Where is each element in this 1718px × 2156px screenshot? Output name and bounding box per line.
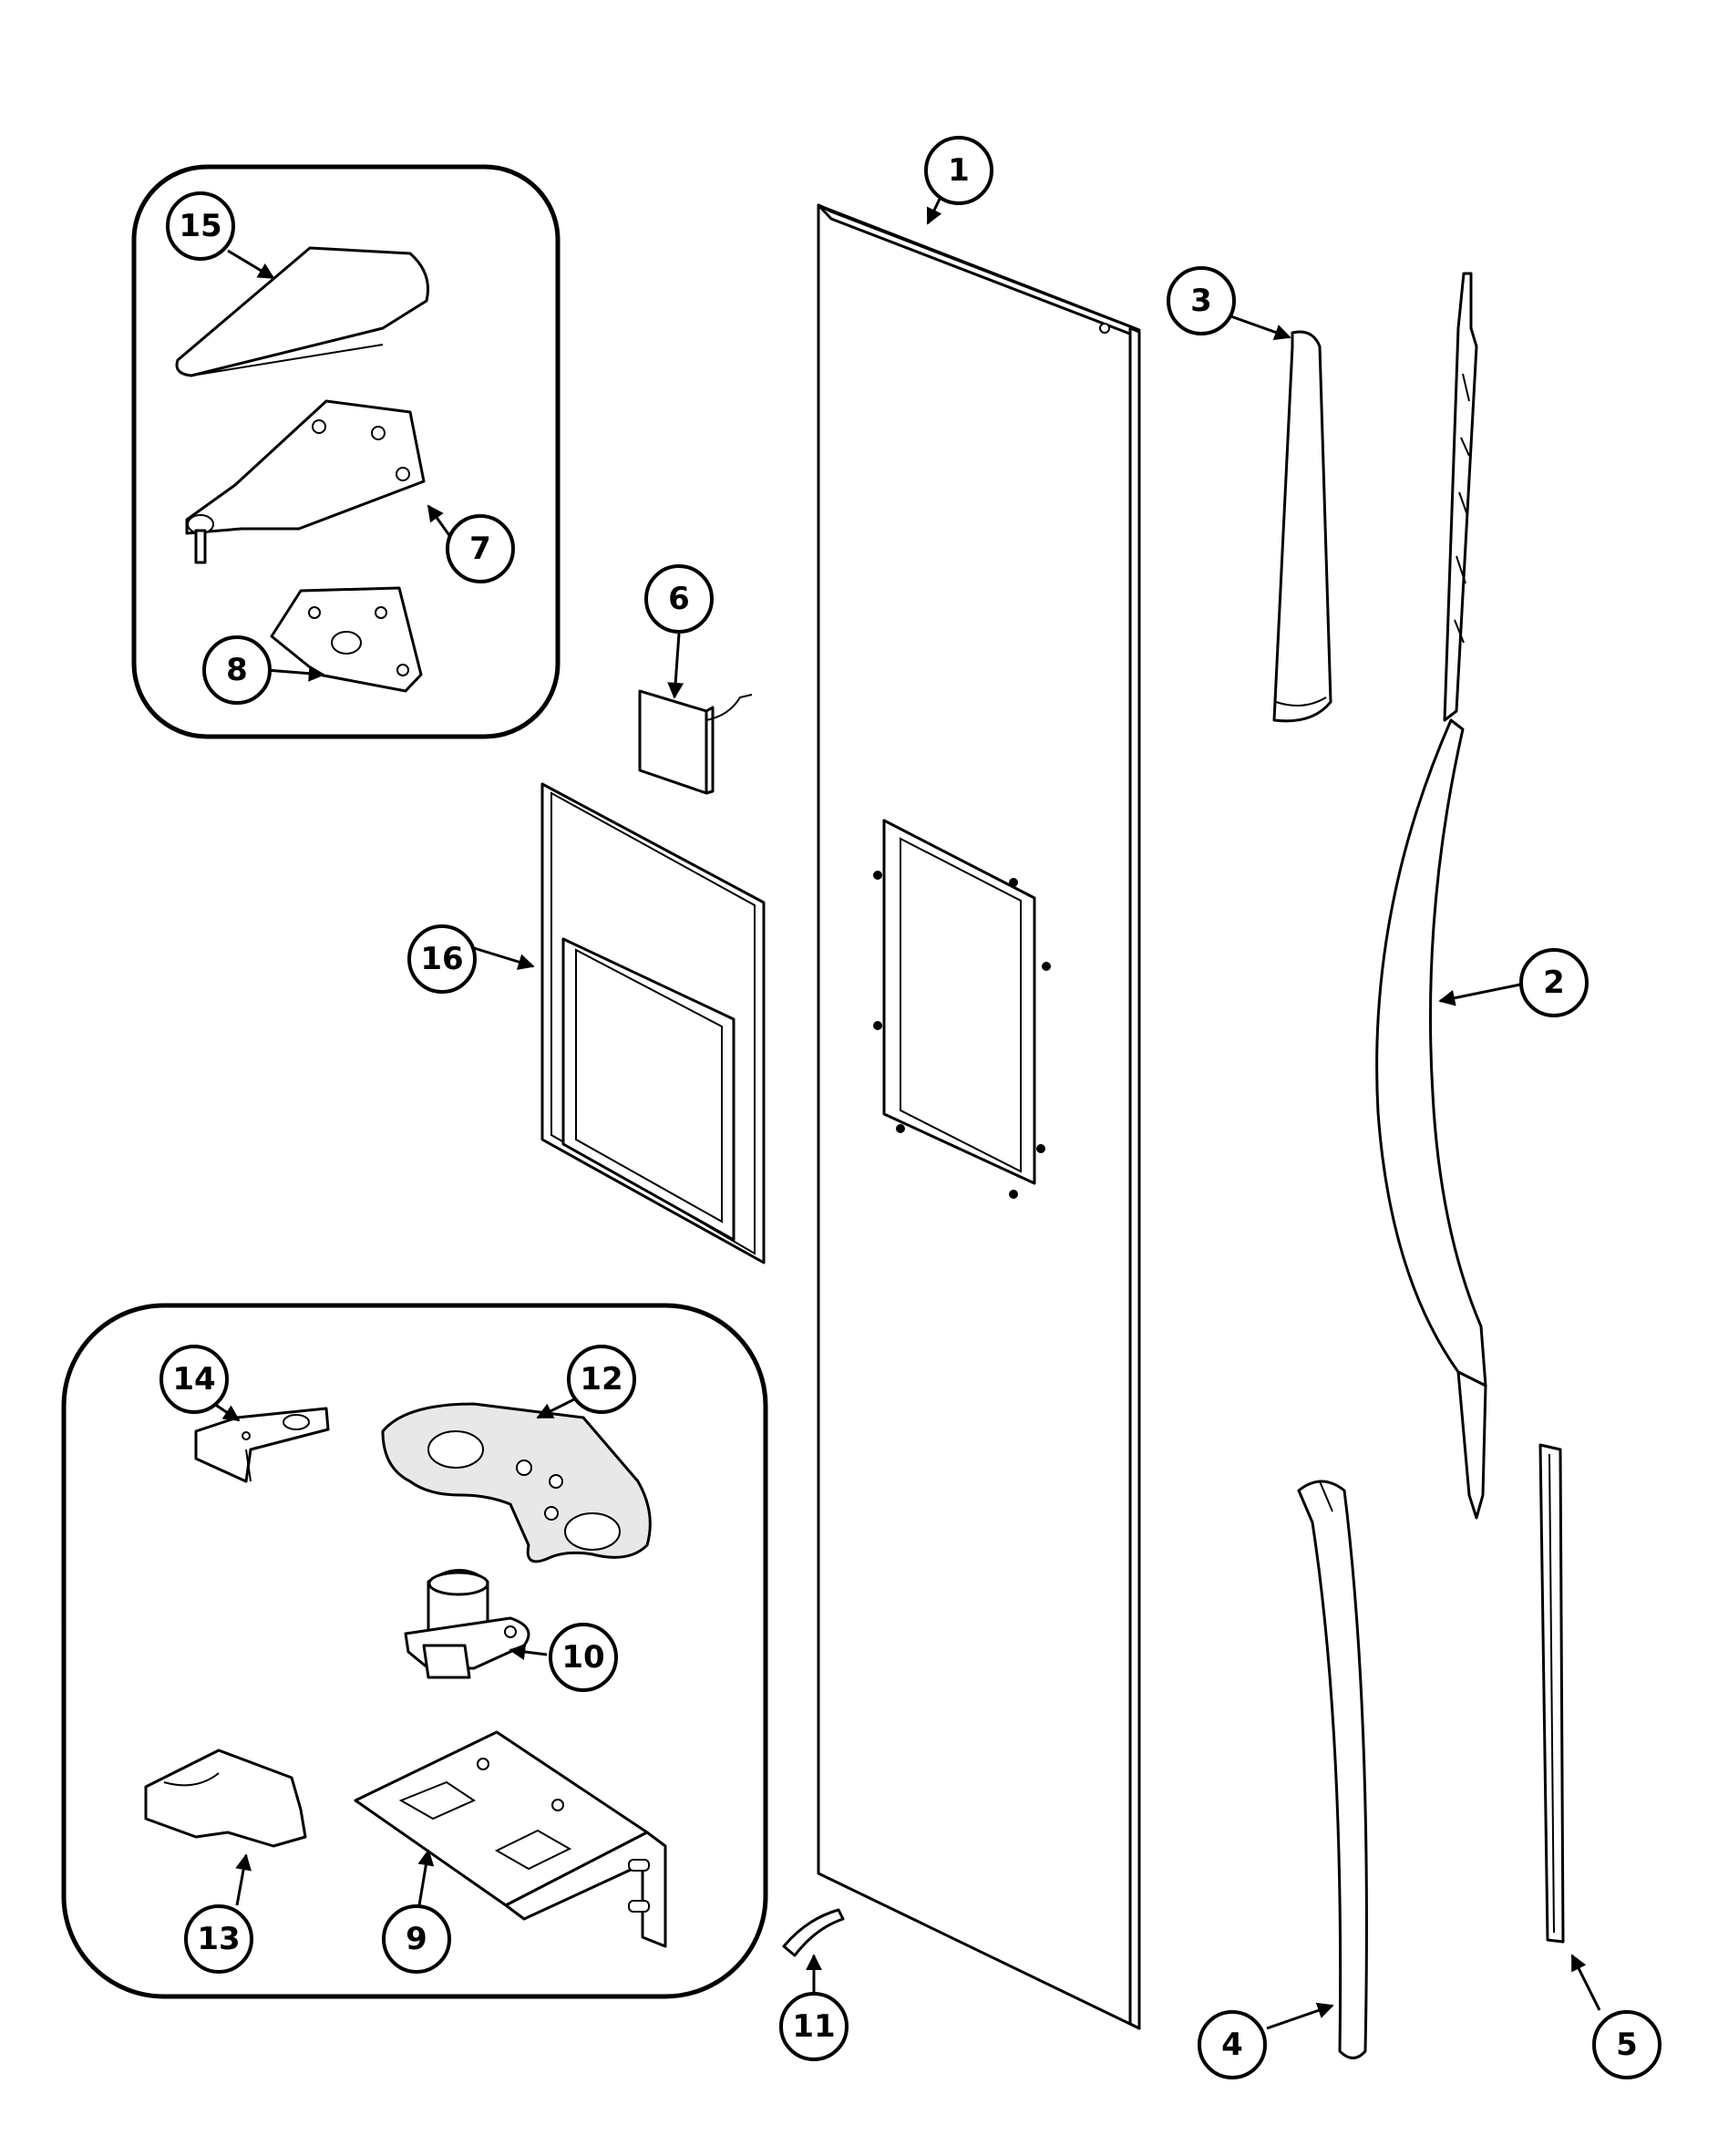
callout-2-label: 2	[1543, 965, 1565, 1001]
lower-bracket-small	[194, 1407, 330, 1483]
callout-15-label: 15	[179, 208, 221, 244]
callout-10-label: 10	[561, 1639, 604, 1676]
lower-hinge-group-box	[61, 1303, 768, 1999]
callout-15: 15	[166, 191, 235, 261]
callout-13: 13	[184, 1904, 253, 1974]
callout-1: 1	[924, 136, 993, 205]
upper-hinge	[185, 399, 426, 564]
upper-hinge-group-box	[131, 164, 561, 739]
door-handle	[1375, 272, 1487, 1520]
callout-14: 14	[159, 1345, 229, 1414]
callout-8-label: 8	[226, 652, 248, 688]
callout-9: 9	[382, 1904, 451, 1974]
callout-11: 11	[779, 1992, 849, 2061]
callout-5-label: 5	[1616, 2027, 1638, 2063]
callout-16: 16	[407, 924, 477, 994]
callout-8: 8	[202, 635, 272, 705]
callout-2: 2	[1519, 948, 1589, 1017]
dispenser-sensor	[638, 689, 753, 795]
hinge-cam	[381, 1402, 652, 1563]
hinge-pin	[404, 1569, 530, 1679]
hinge-plate	[270, 586, 423, 693]
hinge-cover	[175, 246, 429, 377]
lower-hinge-bracket	[354, 1730, 667, 1948]
door-panel	[817, 203, 1141, 2030]
callout-3-label: 3	[1190, 283, 1212, 319]
callout-13-label: 13	[197, 1921, 240, 1957]
callout-1-label: 1	[948, 152, 970, 189]
callout-14-label: 14	[172, 1361, 215, 1398]
callout-6-label: 6	[668, 581, 690, 617]
callout-10: 10	[549, 1623, 618, 1692]
callout-16-label: 16	[420, 941, 463, 977]
callout-12-label: 12	[580, 1361, 622, 1398]
bottom-trim	[1297, 1480, 1368, 2059]
callout-4: 4	[1198, 2010, 1267, 2079]
callout-7: 7	[446, 514, 515, 583]
callout-4-label: 4	[1221, 2027, 1243, 2063]
callout-6: 6	[644, 564, 714, 634]
door-strip	[1538, 1443, 1565, 1944]
callout-12: 12	[567, 1345, 636, 1414]
door-gasket-clip	[782, 1908, 845, 1957]
callout-3: 3	[1167, 266, 1236, 335]
callout-5: 5	[1592, 2010, 1661, 2079]
top-trim-cap	[1272, 330, 1332, 723]
callout-11-label: 11	[792, 2008, 835, 2045]
callout-9-label: 9	[406, 1921, 427, 1957]
dispenser-frame	[540, 782, 766, 1264]
hinge-cover-lower	[144, 1749, 307, 1848]
callout-7-label: 7	[469, 531, 491, 567]
